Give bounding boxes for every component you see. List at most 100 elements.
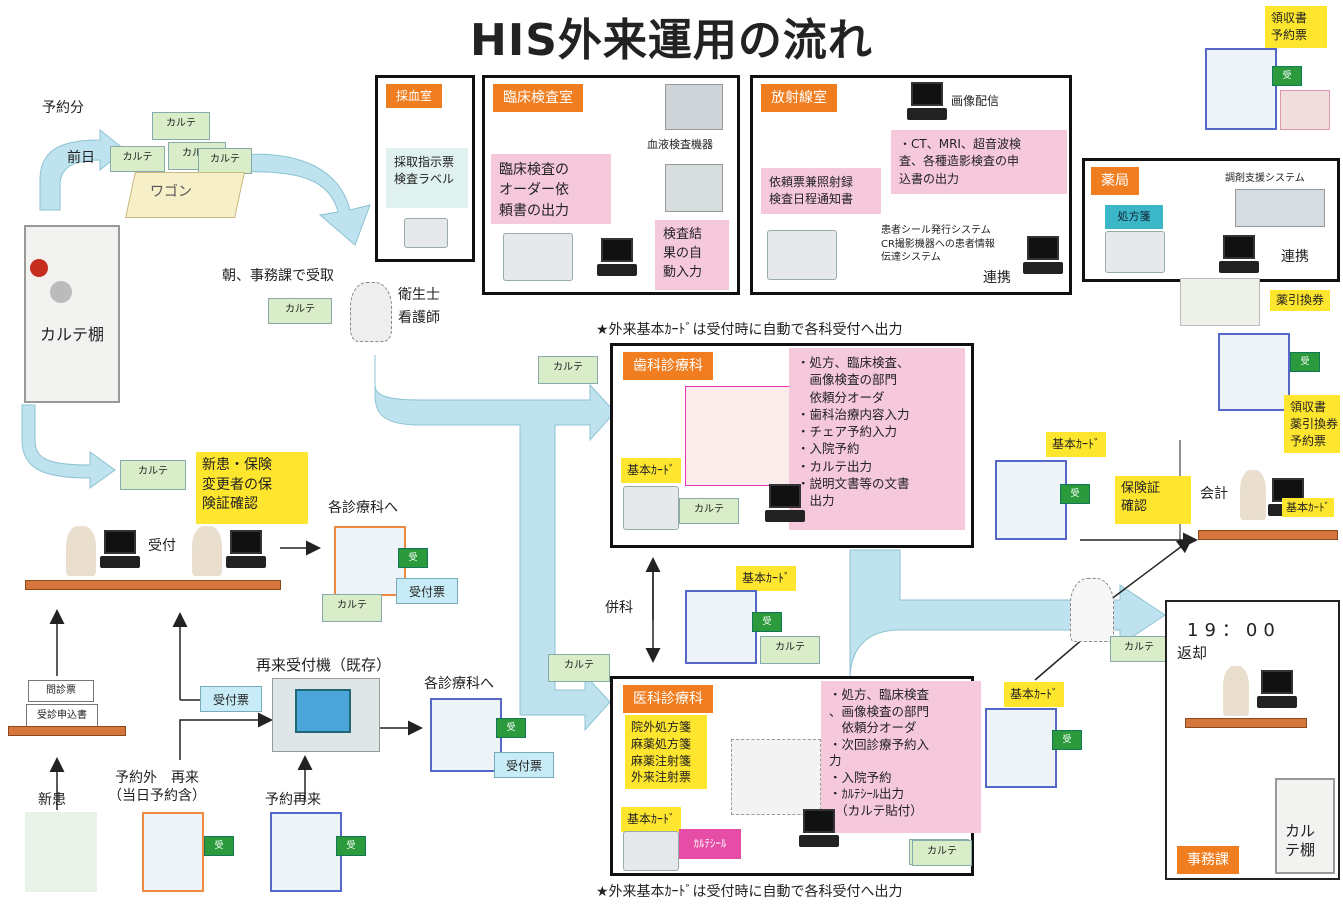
prev-day-arrow xyxy=(39,128,126,211)
reception-ticket-icon: 受 xyxy=(204,836,234,856)
computer-icon xyxy=(597,238,637,278)
basic-card: 基本ｶｰﾄﾞ xyxy=(1046,432,1107,457)
return-label: 返却 xyxy=(1177,644,1208,662)
medical-items: ・処方、臨床検査 、画像検査の部門 依頼分オーダ ・次回診療予約入 力 ・入院予… xyxy=(821,681,981,833)
medicine-bag-image xyxy=(1280,90,1330,130)
reception-ticket-icon: 受 xyxy=(496,718,526,738)
medical-basic-card: 基本ｶｰﾄﾞ xyxy=(621,807,682,832)
hygienist-nurse-figure xyxy=(350,282,392,342)
lab-room-note: 採取指示票 検査ラベル xyxy=(386,148,468,208)
to-departments-label-2: 各診療科へ xyxy=(424,676,494,692)
karte-card: カルテ xyxy=(679,498,739,524)
receipt-reservation-slip: 領収書 予約票 xyxy=(1265,6,1327,48)
patient-figure xyxy=(25,812,97,892)
shelf-knob-icon xyxy=(50,281,72,303)
forms-desk xyxy=(8,726,126,736)
radiology-system-label: 患者シール発行システム CR撮影機器への患者情報 伝達システム xyxy=(881,225,995,263)
main-flow-arrow xyxy=(374,355,616,732)
page-title: HIS外来運用の流れ xyxy=(470,15,873,66)
basic-card-note-bottom: ★外来基本ｶｰﾄﾞは受付時に自動で各科受付へ出力 xyxy=(596,884,903,900)
dental-items: ・処方、臨床検査、 画像検査の部門 依頼分オーダ ・歯科治療内容入力 ・チェア予… xyxy=(789,348,965,530)
reception-ticket-icon: 受 xyxy=(752,612,782,632)
medical-title: 医科診療科 xyxy=(623,685,713,713)
revisit-ticket: 受付票 xyxy=(200,686,262,712)
cashier-figure xyxy=(1240,470,1266,520)
clinical-lab-panel: 臨床検査室 血液検査機器 臨床検査の オーダー依 頼書の出力 検査結 果の自 動… xyxy=(482,75,740,295)
pharmacist-figure xyxy=(1180,278,1260,326)
karte-shelf-right: カル テ棚 xyxy=(1275,778,1335,874)
analyzer-image xyxy=(665,164,723,212)
combined-dept-label: 併科 xyxy=(605,600,633,616)
blood-analyzer-label: 血液検査機器 xyxy=(647,138,713,151)
computer-icon xyxy=(1257,670,1297,710)
lab-room-panel: 採血室 採取指示票 検査ラベル xyxy=(375,75,475,262)
revisit-machine-label: 再来受付機（既存） xyxy=(256,656,392,674)
karte-card: カルテ xyxy=(912,840,972,866)
karte-seal: ｶﾙﾃｼｰﾙ xyxy=(679,829,741,859)
reception-ticket: 受付票 xyxy=(396,578,458,604)
karte-card: カルテ xyxy=(548,654,610,682)
karte-card: カルテ xyxy=(538,356,598,384)
doctor-figure xyxy=(1070,578,1114,642)
reception-ticket-icon: 受 xyxy=(1290,352,1320,372)
prescription-badge: 処方箋 xyxy=(1105,205,1163,229)
reception-ticket-icon: 受 xyxy=(1272,66,1302,86)
prev-day-label: 前日 xyxy=(67,150,95,166)
printer-icon xyxy=(404,218,448,248)
dispensing-system-label: 調剤支援システム xyxy=(1225,173,1305,184)
karte-shelf-label: カルテ棚 xyxy=(40,325,105,344)
receptionist-figure xyxy=(66,526,96,576)
basic-card-note-top: ★外来基本ｶｰﾄﾞは受付時に自動で各科受付へ出力 xyxy=(596,322,903,338)
shelf-knob-icon xyxy=(30,259,48,277)
printer-icon xyxy=(767,230,837,280)
pharmacy-panel: 薬局 調剤支援システム 処方箋 連携 xyxy=(1082,158,1340,282)
karte-card: カルテ xyxy=(120,460,186,490)
image-delivery-label: 画像配信 xyxy=(951,94,1000,108)
office-label: 事務課 xyxy=(1177,846,1239,874)
receptionist-figure xyxy=(192,526,222,576)
karte-card: カルテ xyxy=(1110,636,1168,662)
clinical-lab-title: 臨床検査室 xyxy=(493,84,583,112)
reception-label: 受付 xyxy=(148,538,176,554)
clerk-figure xyxy=(1223,666,1249,716)
blood-analyzer-image xyxy=(665,84,723,130)
basic-card: 基本ｶｰﾄﾞ xyxy=(1004,682,1065,707)
basic-card-right: 基本ｶｰﾄﾞ xyxy=(1282,498,1334,518)
reserved-revisit-label: 予約再来 xyxy=(265,792,321,808)
pharmacy-link-label: 連携 xyxy=(1281,249,1309,265)
dental-basic-card: 基本ｶｰﾄﾞ xyxy=(621,458,682,483)
patient-figure xyxy=(995,460,1067,540)
walkin-label: 予約外 再来 （当日予約含） xyxy=(108,770,206,804)
return-panel: 19：00 返却 事務課 カル テ棚 xyxy=(1165,600,1340,880)
karte-card: カルテ xyxy=(198,148,252,174)
shelf-to-reception-arrow xyxy=(21,404,116,489)
printer-icon xyxy=(503,233,573,281)
dental-chair-illustration xyxy=(685,386,795,486)
nurse-label: 看護師 xyxy=(398,310,440,326)
radiology-note1: ・CT、MRI、超音波検 査、各種造影検査の申 込書の出力 xyxy=(891,130,1067,194)
wagon-to-pickup-arrow xyxy=(239,153,371,246)
to-departments-label: 各診療科へ xyxy=(328,500,398,516)
return-time: 19：00 xyxy=(1187,620,1281,641)
clinical-lab-note: 臨床検査の オーダー依 頼書の出力 xyxy=(491,154,611,224)
accounting-label: 会計 xyxy=(1200,486,1228,502)
computer-icon xyxy=(1023,236,1063,276)
computer-icon xyxy=(907,82,947,122)
computer-icon xyxy=(1219,235,1259,275)
karte-card: カルテ xyxy=(152,112,210,140)
kiosk-screen xyxy=(295,689,351,733)
karte-shelf: カルテ棚 xyxy=(24,225,120,403)
patient-figure xyxy=(1218,333,1290,411)
reception-ticket-icon: 受 xyxy=(1052,730,1082,750)
reception-ticket-icon: 受 xyxy=(336,836,366,856)
patient-figure xyxy=(985,708,1057,788)
printer-icon xyxy=(1105,231,1165,273)
radiology-link-label: 連携 xyxy=(983,270,1011,286)
patient-figure xyxy=(430,698,502,772)
receipt-slip: 領収書 薬引換券 予約票 xyxy=(1284,395,1340,454)
printer-icon xyxy=(623,486,679,530)
basic-card: 基本ｶｰﾄﾞ xyxy=(736,566,797,591)
accounting-counter xyxy=(1198,530,1338,540)
patient-figure xyxy=(1205,48,1277,130)
questionnaire-form: 問診票 xyxy=(28,680,94,702)
